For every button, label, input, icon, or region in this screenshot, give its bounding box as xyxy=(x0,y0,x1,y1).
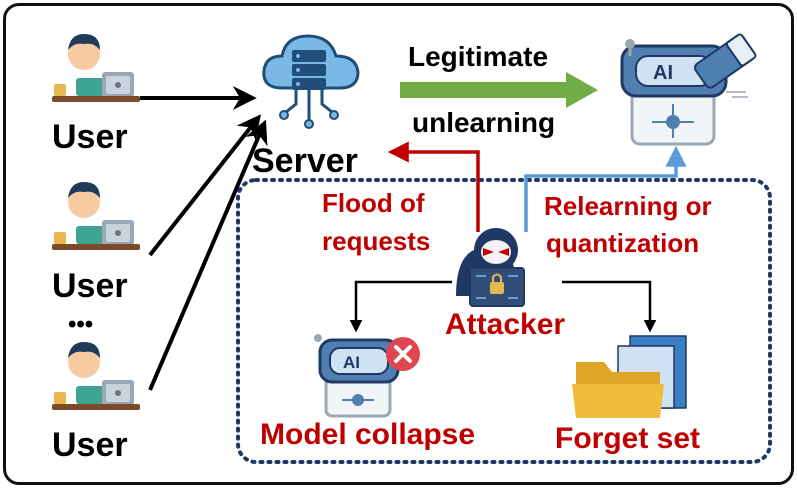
arrow-user2-server xyxy=(148,114,261,257)
flood-label-line1: Flood of xyxy=(322,188,425,218)
legitimate-label-line1: Legitimate xyxy=(408,41,548,72)
legitimate-label-line2: unlearning xyxy=(412,107,555,138)
arrow-to-model-collapse xyxy=(349,280,452,333)
flood-label-line2: requests xyxy=(322,226,430,256)
eraser-icon xyxy=(693,33,757,89)
attacker-icon xyxy=(456,228,525,307)
relearn-label-line2: quantization xyxy=(546,228,699,258)
error-x-icon xyxy=(386,337,420,371)
ai-robot-icon: AI xyxy=(620,39,728,146)
user-icon-3 xyxy=(52,342,140,410)
legitimate-arrow xyxy=(400,72,598,108)
arrow-user3-server xyxy=(148,119,268,391)
collapsed-ai-badge: AI xyxy=(343,353,360,372)
ai-robot-badge: AI xyxy=(653,62,673,84)
user-label-3: User xyxy=(52,426,128,464)
eraser-crumbs-icon xyxy=(726,91,748,98)
attack-region xyxy=(236,178,772,464)
user-ellipsis: ••• xyxy=(68,311,93,338)
user-icon-1 xyxy=(52,34,140,102)
collapsed-ai-icon: AI xyxy=(314,334,400,418)
relearn-label-line1: Relearning or xyxy=(544,191,712,221)
user-label-1: User xyxy=(52,118,128,156)
user-icon-2 xyxy=(52,182,140,250)
arrow-to-forget-set xyxy=(562,280,657,333)
folder-icon xyxy=(572,335,687,418)
server-icon xyxy=(262,34,360,129)
user-label-2: User xyxy=(52,267,128,305)
arrow-relearning xyxy=(524,145,687,232)
server-label: Server xyxy=(252,142,358,180)
model-collapse-label: Model collapse xyxy=(260,418,475,451)
arrow-flood-requests xyxy=(387,141,480,232)
forget-set-label: Forget set xyxy=(555,422,700,455)
attacker-label: Attacker xyxy=(445,308,565,341)
